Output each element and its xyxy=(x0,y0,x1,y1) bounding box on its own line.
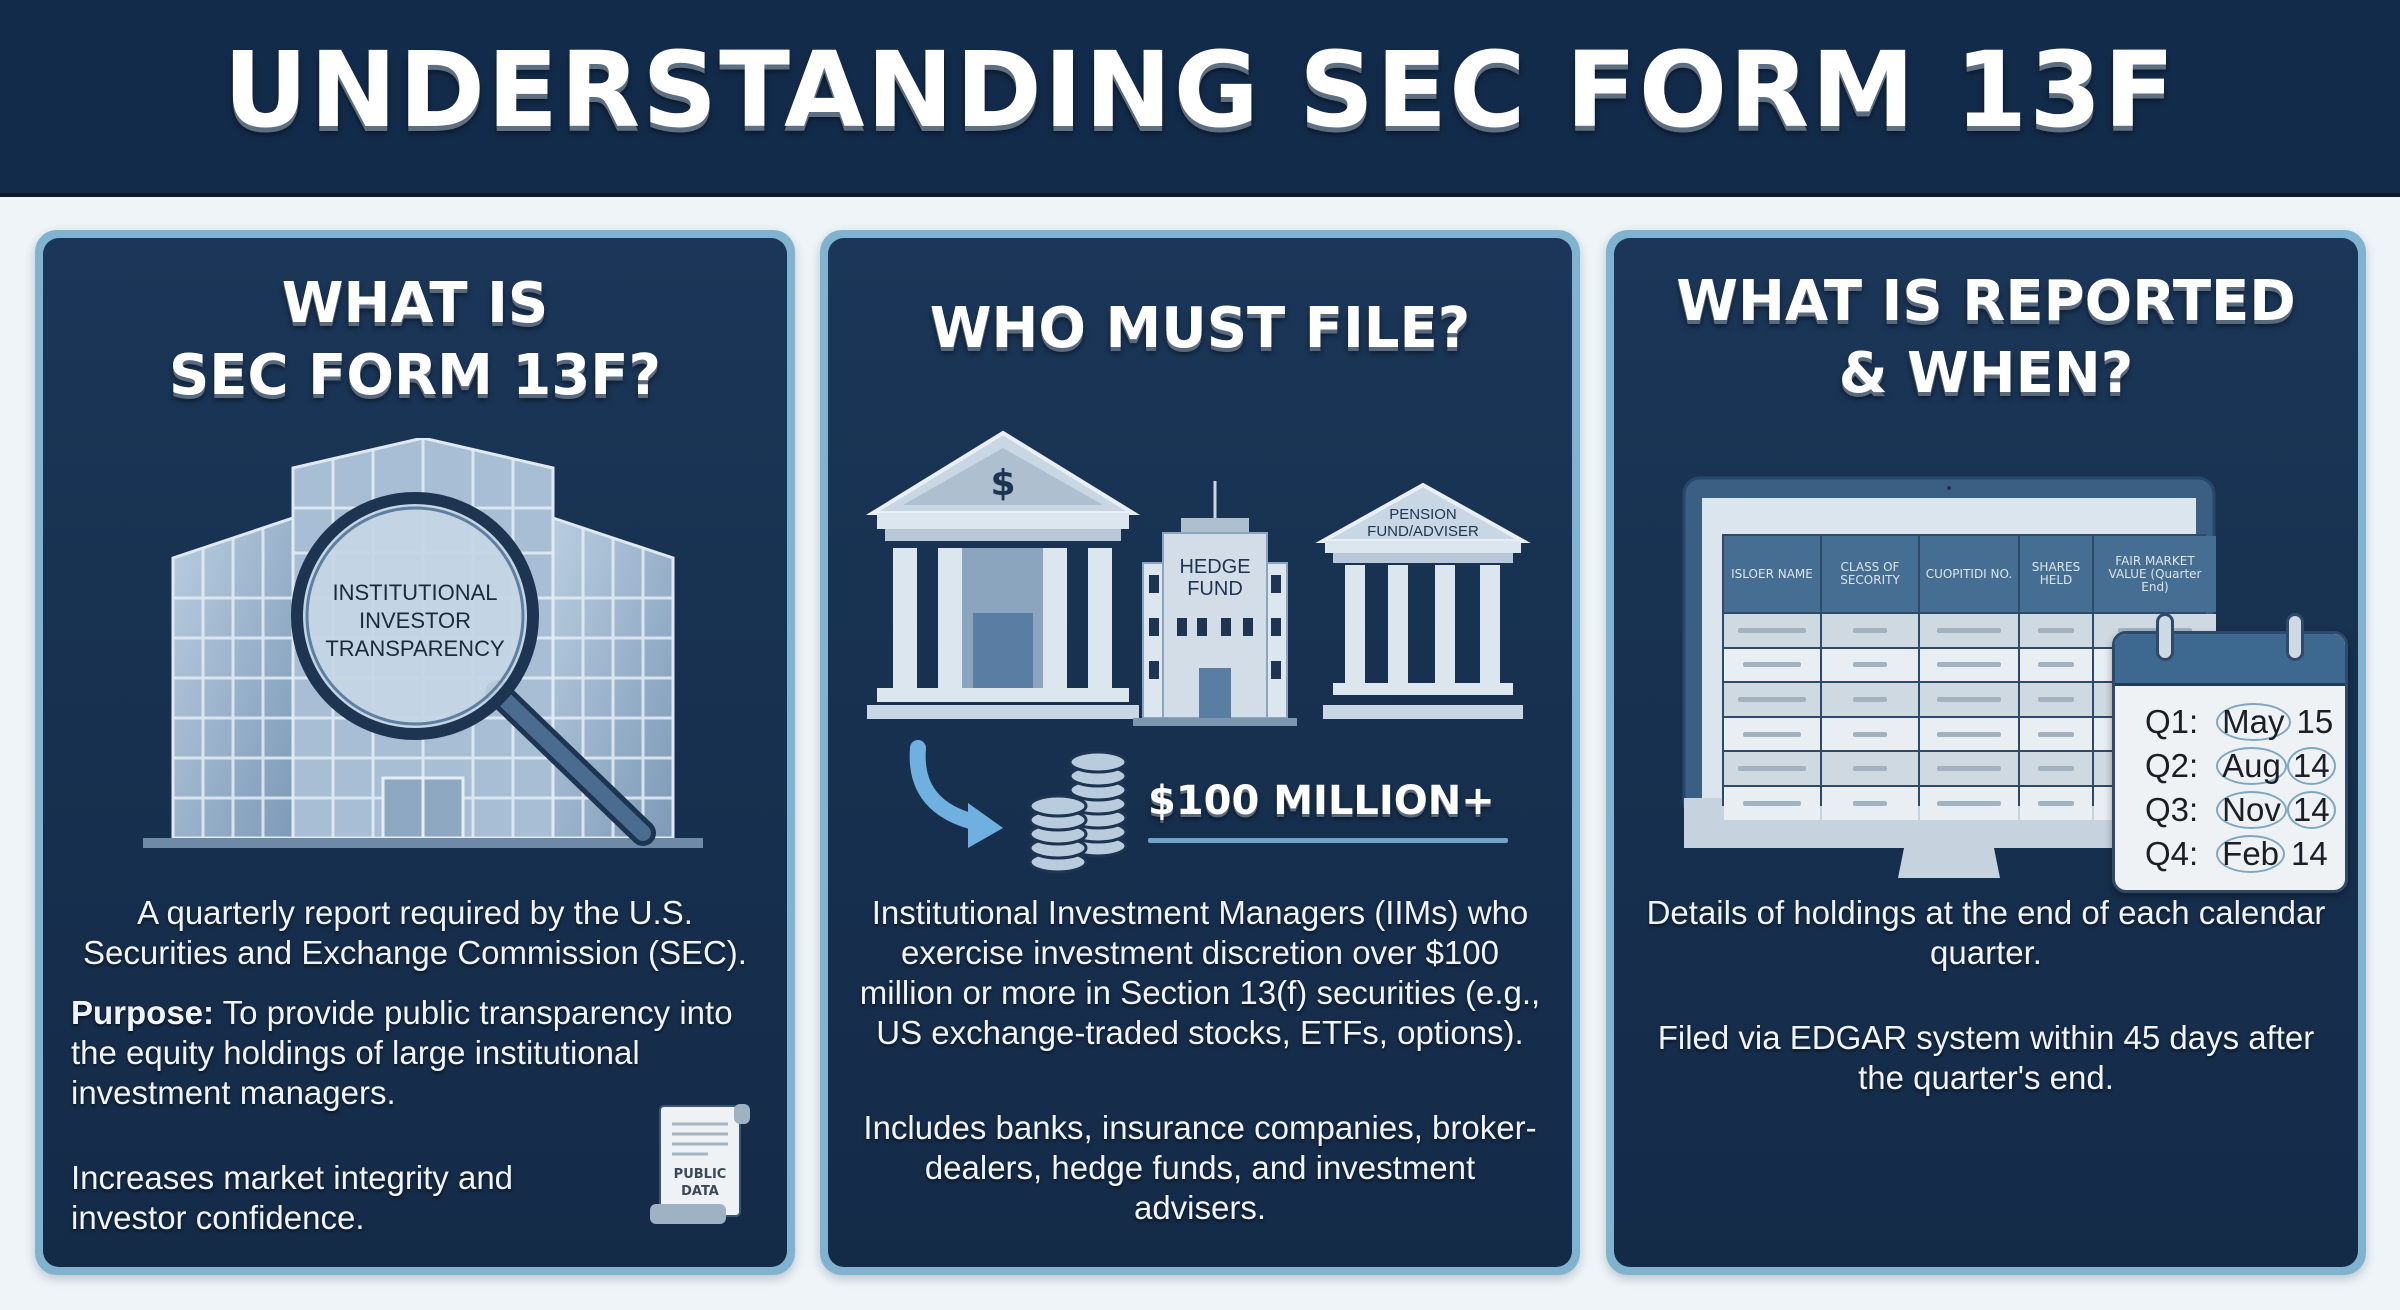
table-cell xyxy=(2020,683,2092,716)
table-cell xyxy=(1822,683,1918,716)
reported-details-text: Details of holdings at the end of each c… xyxy=(1646,894,2326,971)
table-cell xyxy=(1724,683,1820,716)
svg-text:PUBLIC: PUBLIC xyxy=(674,1167,727,1182)
page-title: UNDERSTANDING SEC FORM 13F xyxy=(223,28,2177,151)
panel-title-line2: SEC FORM 13F? xyxy=(168,343,662,408)
panel-title-line1: WHAT IS REPORTED xyxy=(1676,269,2296,334)
coin-stack-icon xyxy=(1028,750,1128,874)
calendar-ring xyxy=(2286,613,2304,661)
table-cell xyxy=(1822,786,1918,820)
panel-title-line1: WHAT IS xyxy=(281,271,549,336)
integrity-text: Increases market integrity and investor … xyxy=(71,1159,514,1236)
table-cell xyxy=(1920,717,2018,751)
curved-arrow-icon xyxy=(909,740,1003,848)
table-cell xyxy=(1822,717,1918,751)
table-cell xyxy=(1920,648,2018,682)
table-cell xyxy=(2020,752,2092,785)
panel-who-must-file: WHO MUST FILE? $ xyxy=(820,230,1580,1275)
filer-types-text: Includes banks, insurance companies, bro… xyxy=(863,1109,1537,1226)
svg-text:FUND: FUND xyxy=(1187,578,1243,600)
table-cell xyxy=(1724,752,1820,785)
panel-title: WHAT IS SEC FORM 13F? xyxy=(43,268,787,412)
svg-text:DATA: DATA xyxy=(681,1184,719,1199)
table-cell xyxy=(2020,717,2092,751)
document-scroll-icon: PUBLIC DATA xyxy=(648,1100,758,1230)
table-cell xyxy=(2020,648,2092,682)
table-cell xyxy=(1822,752,1918,785)
bank-icon: $ xyxy=(865,430,1141,719)
table-header-value: FAIR MARKET VALUE (Quarter End) xyxy=(2094,536,2216,612)
table-cell xyxy=(1920,786,2018,820)
table-header-shares: SHARES HELD xyxy=(2020,536,2092,612)
table-header-cusip: CUOPITIDI NO. xyxy=(1920,536,2018,612)
definition-text: A quarterly report required by the U.S. … xyxy=(83,894,747,971)
table-cell xyxy=(1920,752,2018,785)
panel-title: WHAT IS REPORTED & WHEN? xyxy=(1614,266,2358,410)
office-building-icon: HEDGE FUND xyxy=(1133,481,1297,726)
calendar-ring xyxy=(2156,613,2174,661)
purpose-text: Purpose: To provide public transparency … xyxy=(43,993,787,1113)
svg-text:PENSION: PENSION xyxy=(1389,506,1457,523)
institutions-illustration: $ HEDGE FUND xyxy=(863,423,1553,743)
panel-title: WHO MUST FILE? xyxy=(929,296,1471,361)
threshold-underline xyxy=(1148,838,1508,843)
svg-text:HEDGE: HEDGE xyxy=(1179,556,1250,578)
header-banner: UNDERSTANDING SEC FORM 13F xyxy=(0,0,2400,197)
svg-text:FUND/ADVISER: FUND/ADVISER xyxy=(1367,523,1479,540)
filer-definition-text: Institutional Investment Managers (IIMs)… xyxy=(859,894,1541,1051)
svg-text:TRANSPARENCY: TRANSPARENCY xyxy=(325,636,505,661)
table-cell xyxy=(1920,614,2018,647)
table-cell xyxy=(1724,717,1820,751)
table-cell xyxy=(2020,786,2092,820)
svg-text:INSTITUTIONAL: INSTITUTIONAL xyxy=(332,580,497,605)
table-cell xyxy=(1822,648,1918,682)
svg-text:INVESTOR: INVESTOR xyxy=(359,608,471,633)
panel-title-line2: & WHEN? xyxy=(1838,341,2134,406)
panel-what-is-form-13f: WHAT IS SEC FORM 13F? xyxy=(35,230,795,1275)
panel-what-reported-when: WHAT IS REPORTED & WHEN? ISLOER NAME CLA… xyxy=(1606,230,2366,1275)
table-header-issuer: ISLOER NAME xyxy=(1724,536,1820,612)
purpose-body: To provide public transparency into the … xyxy=(71,994,733,1111)
table-cell xyxy=(1724,648,1820,682)
purpose-label: Purpose: xyxy=(71,994,215,1031)
table-header-class: CLASS OF SECORITY xyxy=(1822,536,1918,612)
threshold-label: $100 MILLION+ xyxy=(1148,778,1495,824)
pension-building-icon: PENSION FUND/ADVISER xyxy=(1315,482,1531,719)
threshold-callout: $100 MILLION+ xyxy=(898,738,1518,878)
svg-text:$: $ xyxy=(990,463,1015,504)
filing-deadline-text: Filed via EDGAR system within 45 days af… xyxy=(1657,1019,2315,1096)
table-cell xyxy=(1822,614,1918,647)
building-magnifier-icon: INSTITUTIONAL INVESTOR TRANSPARENCY xyxy=(143,436,703,868)
table-cell xyxy=(1724,786,1820,820)
table-cell xyxy=(1920,683,2018,716)
table-cell xyxy=(2020,614,2092,647)
monitor-icon: ISLOER NAME CLASS OF SECORITY CUOPITIDI … xyxy=(1654,438,2348,893)
table-cell xyxy=(1724,614,1820,647)
